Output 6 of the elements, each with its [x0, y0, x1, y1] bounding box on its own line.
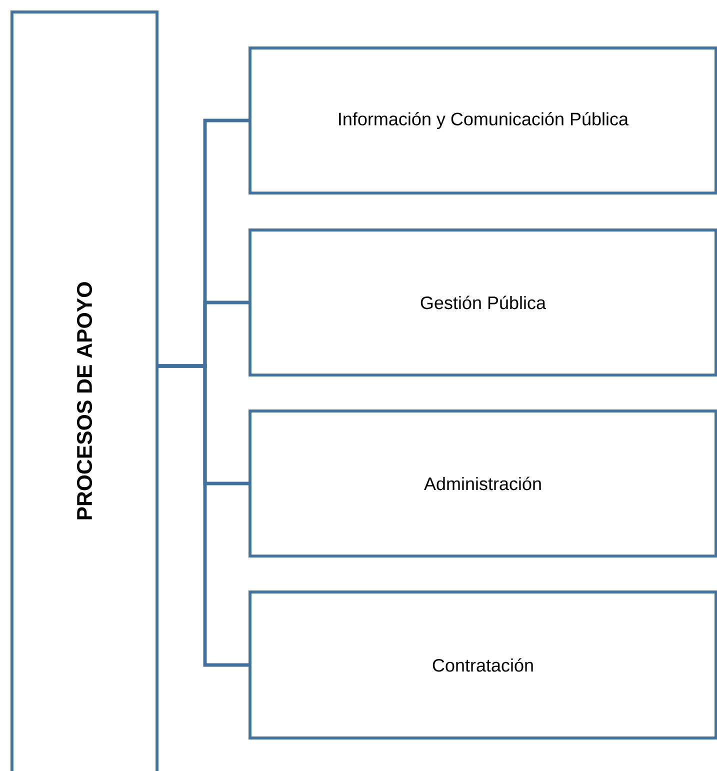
connector: [158, 364, 249, 667]
process-box: Información y Comunicación Pública: [248, 46, 717, 194]
process-box: Administración: [248, 410, 717, 558]
process-box: Contratación: [248, 590, 717, 740]
title-box: PROCESOS DE APOYO: [10, 10, 158, 771]
process-box: Gestión Pública: [248, 228, 717, 376]
